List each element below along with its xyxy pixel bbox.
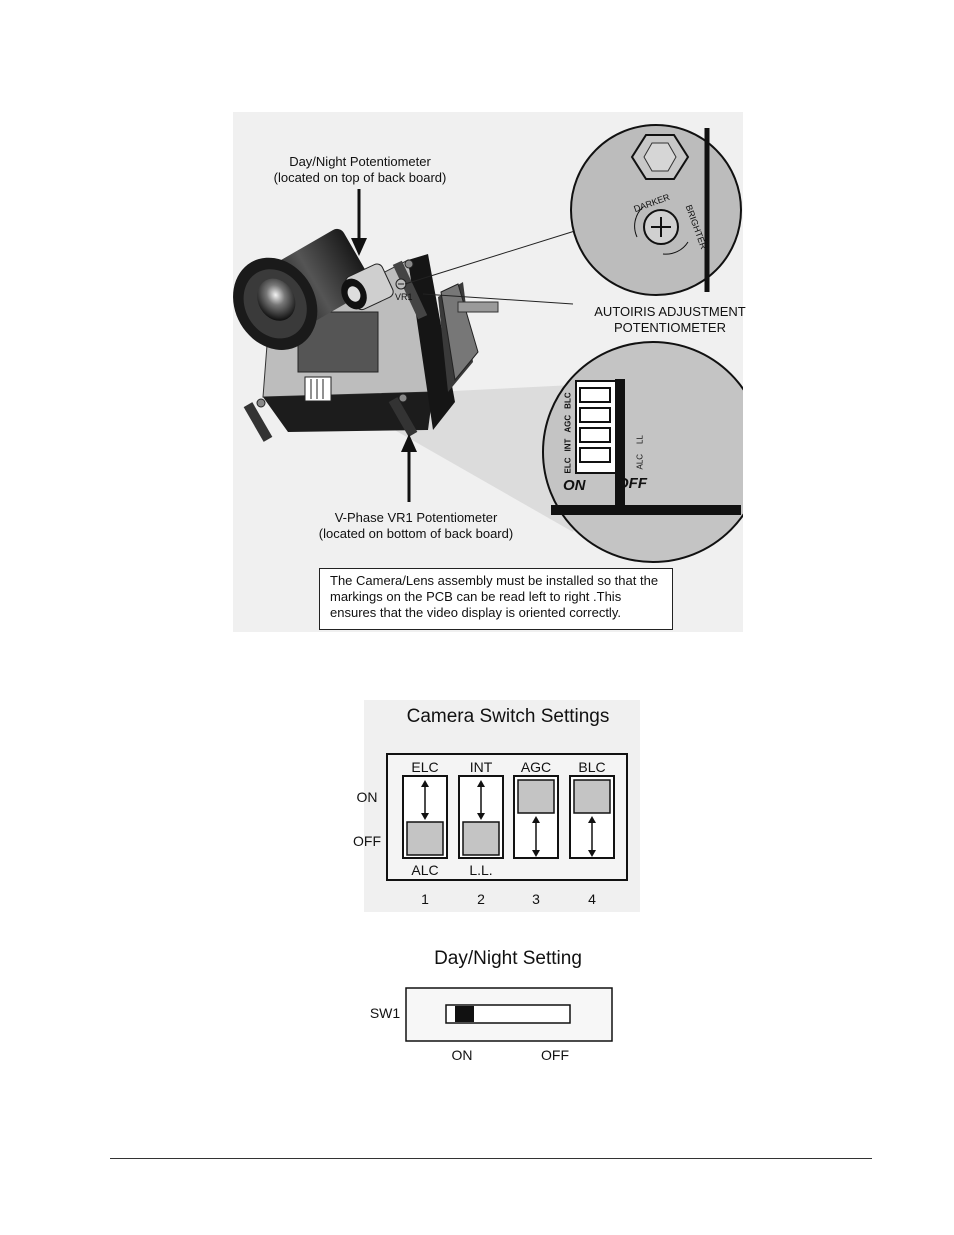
inset-on-label: ON <box>563 477 586 494</box>
inset-off-label: OFF <box>617 475 647 492</box>
callout-vphase-line2: (located on bottom of back board) <box>318 526 514 541</box>
inset-switch-slider <box>579 407 611 423</box>
camera-drawing <box>233 124 764 563</box>
switch-2-bottom-label: L.L. <box>469 862 493 878</box>
inset-bottom-labels: ALC LL <box>635 420 645 470</box>
switch-1-number: 1 <box>421 891 429 907</box>
switch-3-number: 3 <box>532 891 540 907</box>
callout-autoiris-line1: AUTOIRIS ADJUSTMENT <box>594 304 746 319</box>
switch-4-number: 4 <box>588 891 596 907</box>
callout-vphase-line1: V-Phase VR1 Potentiometer <box>334 510 498 525</box>
callout-daynight-line1: Day/Night Potentiometer <box>289 154 431 169</box>
sw1-slider <box>455 1006 474 1022</box>
daynight-box <box>405 987 613 1042</box>
inset-label-alc: ALC <box>635 453 645 470</box>
vr1-label: VR1 <box>395 292 413 302</box>
switch-settings-title: Camera Switch Settings <box>406 706 610 727</box>
switch-2-top-label: INT <box>469 759 493 775</box>
daynight-off-label: OFF <box>541 1047 569 1063</box>
sw1-track <box>445 1004 571 1024</box>
callout-daynight-line2: (located on top of back board) <box>273 170 447 185</box>
inset-label-elc: ELC <box>563 457 573 474</box>
inset-top-labels: ELC INT AGC BLC <box>563 364 573 474</box>
switch-1-bottom-label: ALC <box>411 862 439 878</box>
row-on-label: ON <box>356 789 378 805</box>
switch-4-top-label: BLC <box>578 759 606 775</box>
row-off-label: OFF <box>353 833 381 849</box>
inset-switch-slider <box>579 447 611 463</box>
sw1-label: SW1 <box>369 1005 401 1021</box>
switch-3-top-label: AGC <box>520 759 552 775</box>
callout-autoiris: AUTOIRIS ADJUSTMENT POTENTIOMETER <box>582 304 758 336</box>
daynight-on-label: ON <box>451 1047 473 1063</box>
inset-switch-slider <box>579 427 611 443</box>
camera-illustration: VR1 DARKER BRIGHTER ELC INT AGC BLC ALC … <box>233 112 764 632</box>
inset-label-int: INT <box>563 438 573 452</box>
footer-rule <box>110 1158 872 1159</box>
inset-switch-slider <box>579 387 611 403</box>
callout-vphase-pot: V-Phase VR1 Potentiometer (located on bo… <box>303 510 529 542</box>
callout-daynight-pot: Day/Night Potentiometer (located on top … <box>255 154 465 186</box>
switch-1-top-label: ELC <box>411 759 439 775</box>
inset-label-blc: BLC <box>563 392 573 409</box>
callout-autoiris-line2: POTENTIOMETER <box>614 320 726 335</box>
daynight-title: Day/Night Setting <box>434 948 582 969</box>
switch-2-number: 2 <box>477 891 485 907</box>
orientation-note: The Camera/Lens assembly must be install… <box>319 568 673 630</box>
inset-label-agc: AGC <box>563 414 573 433</box>
inset-label-ll: LL <box>635 435 645 444</box>
